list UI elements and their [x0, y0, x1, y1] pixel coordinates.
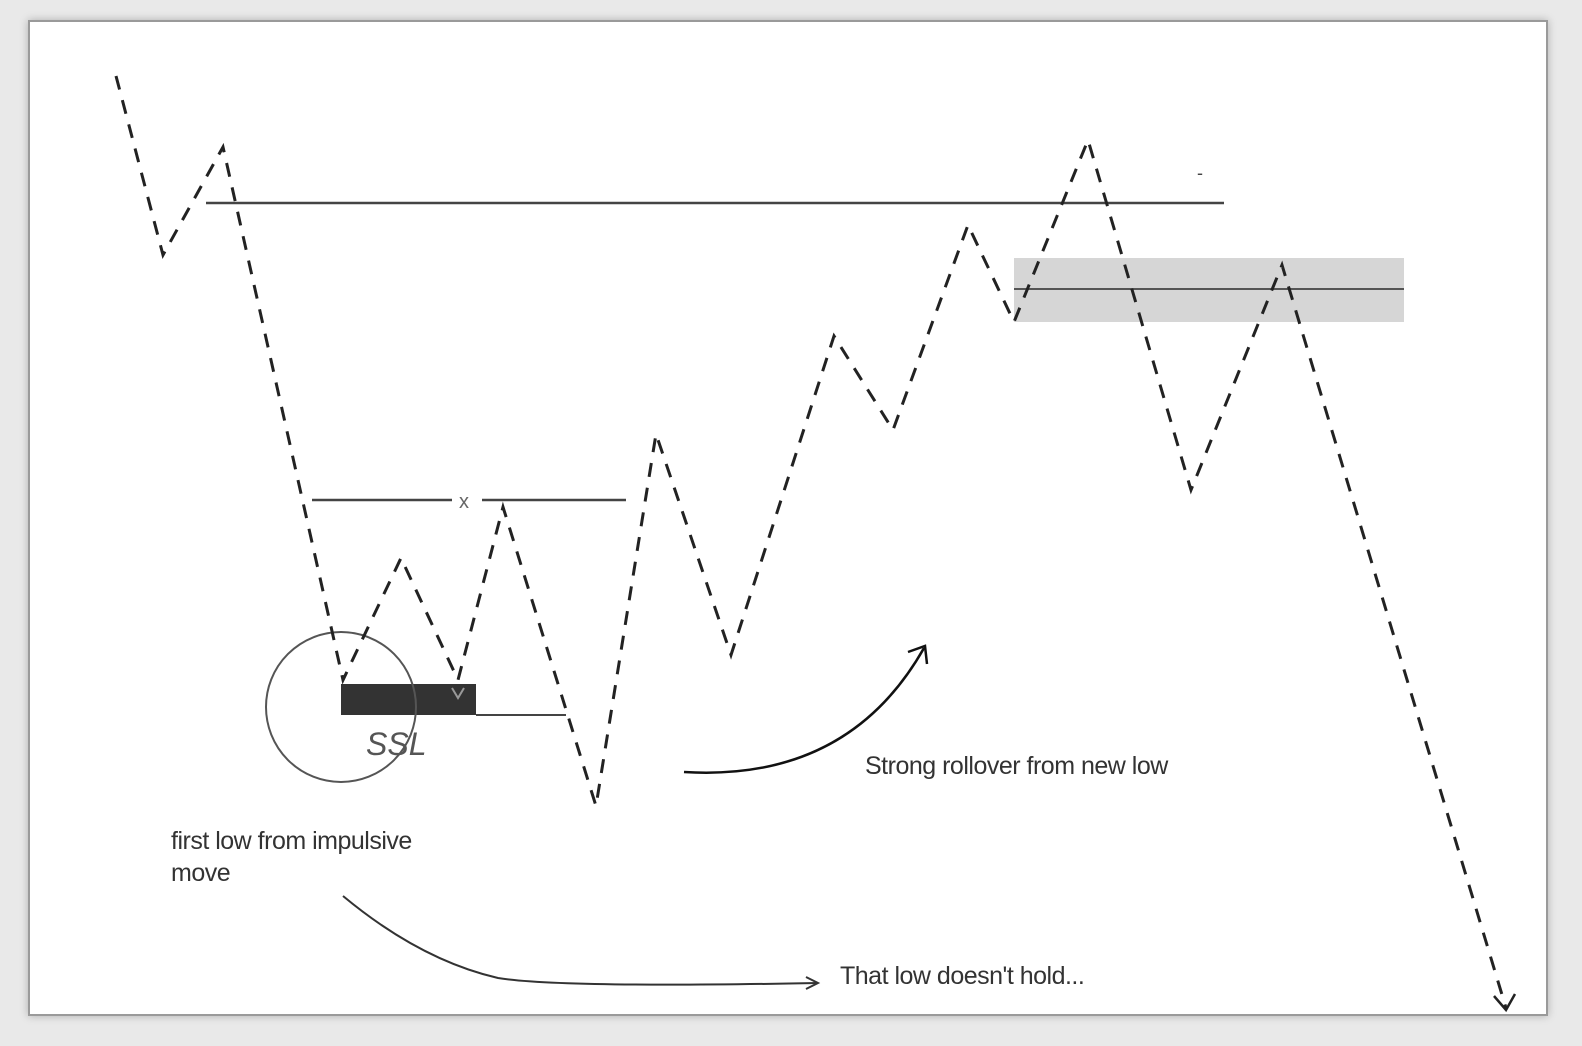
rollover-arrow	[683, 647, 926, 774]
ssl-label: SSL	[366, 726, 427, 762]
diagram-frame	[28, 20, 1548, 1016]
low-not-hold-arrow	[342, 895, 819, 986]
low-not-hold-label: That low doesn't hold...	[840, 962, 1085, 990]
price-path-arrowhead	[1493, 993, 1517, 1013]
first-low-circle	[265, 631, 417, 783]
rollover-arrowhead	[907, 644, 929, 665]
ssl-block	[341, 684, 476, 715]
strong-rollover-label: Strong rollover from new low	[865, 752, 1168, 780]
first-low-label: first low from impulsive move	[171, 827, 412, 887]
low-not-hold-arrowhead	[805, 976, 821, 990]
price-path	[114, 75, 1508, 1009]
dash-marker: -	[1197, 163, 1203, 183]
ssl-tick-mark	[451, 687, 465, 700]
x-marker: x	[459, 491, 469, 513]
